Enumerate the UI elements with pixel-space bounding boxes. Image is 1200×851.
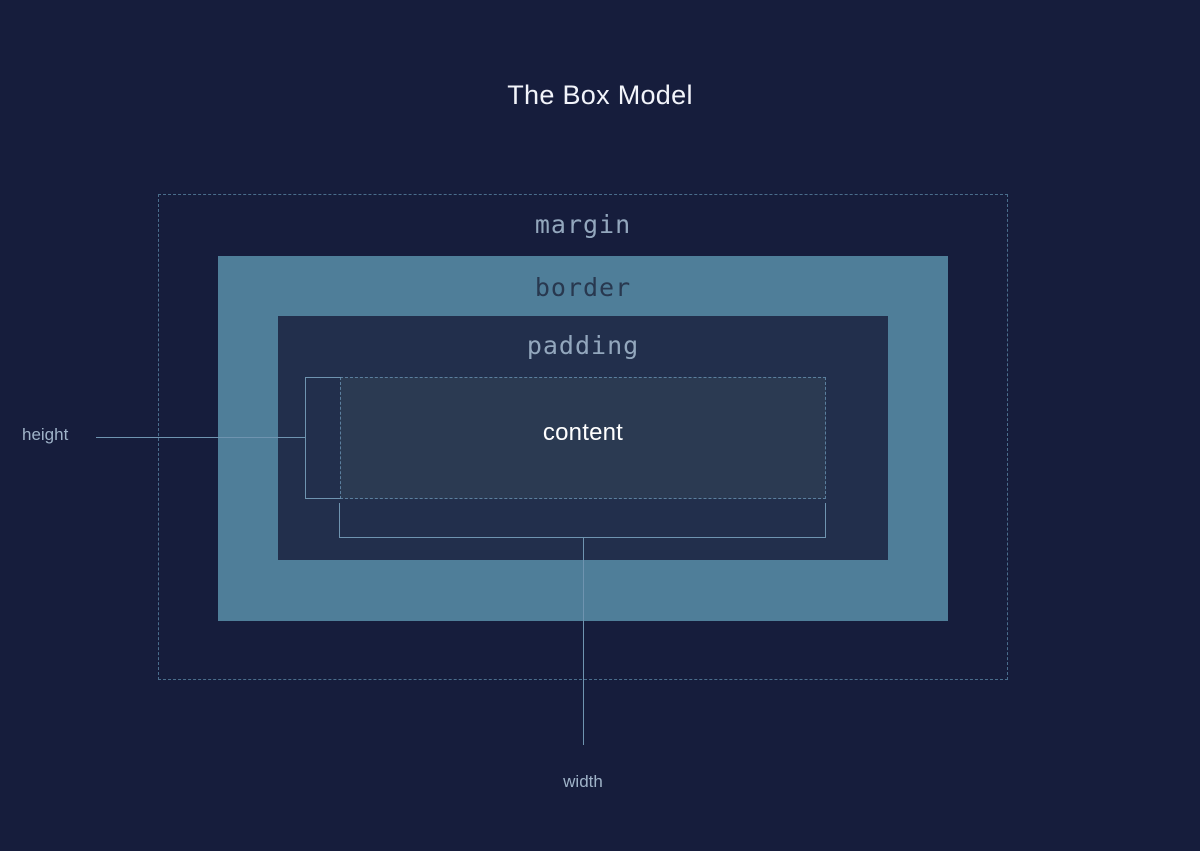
- width-bracket-cap-right: [825, 503, 826, 538]
- width-bracket-spine: [339, 537, 826, 538]
- padding-label: padding: [526, 331, 640, 360]
- height-label: height: [22, 425, 69, 444]
- height-bracket-cap-bottom: [305, 498, 341, 499]
- content-label: content: [542, 419, 624, 446]
- width-bracket-cap-left: [339, 503, 340, 538]
- page-title: The Box Model: [507, 80, 693, 110]
- height-bracket-cap-top: [305, 377, 341, 378]
- content-box: content: [340, 377, 826, 499]
- width-label: width: [563, 772, 603, 791]
- height-leader-line: [96, 437, 306, 438]
- border-label: border: [534, 273, 632, 302]
- width-leader-line: [583, 537, 584, 745]
- margin-label: margin: [534, 210, 632, 239]
- height-bracket-spine: [305, 377, 306, 499]
